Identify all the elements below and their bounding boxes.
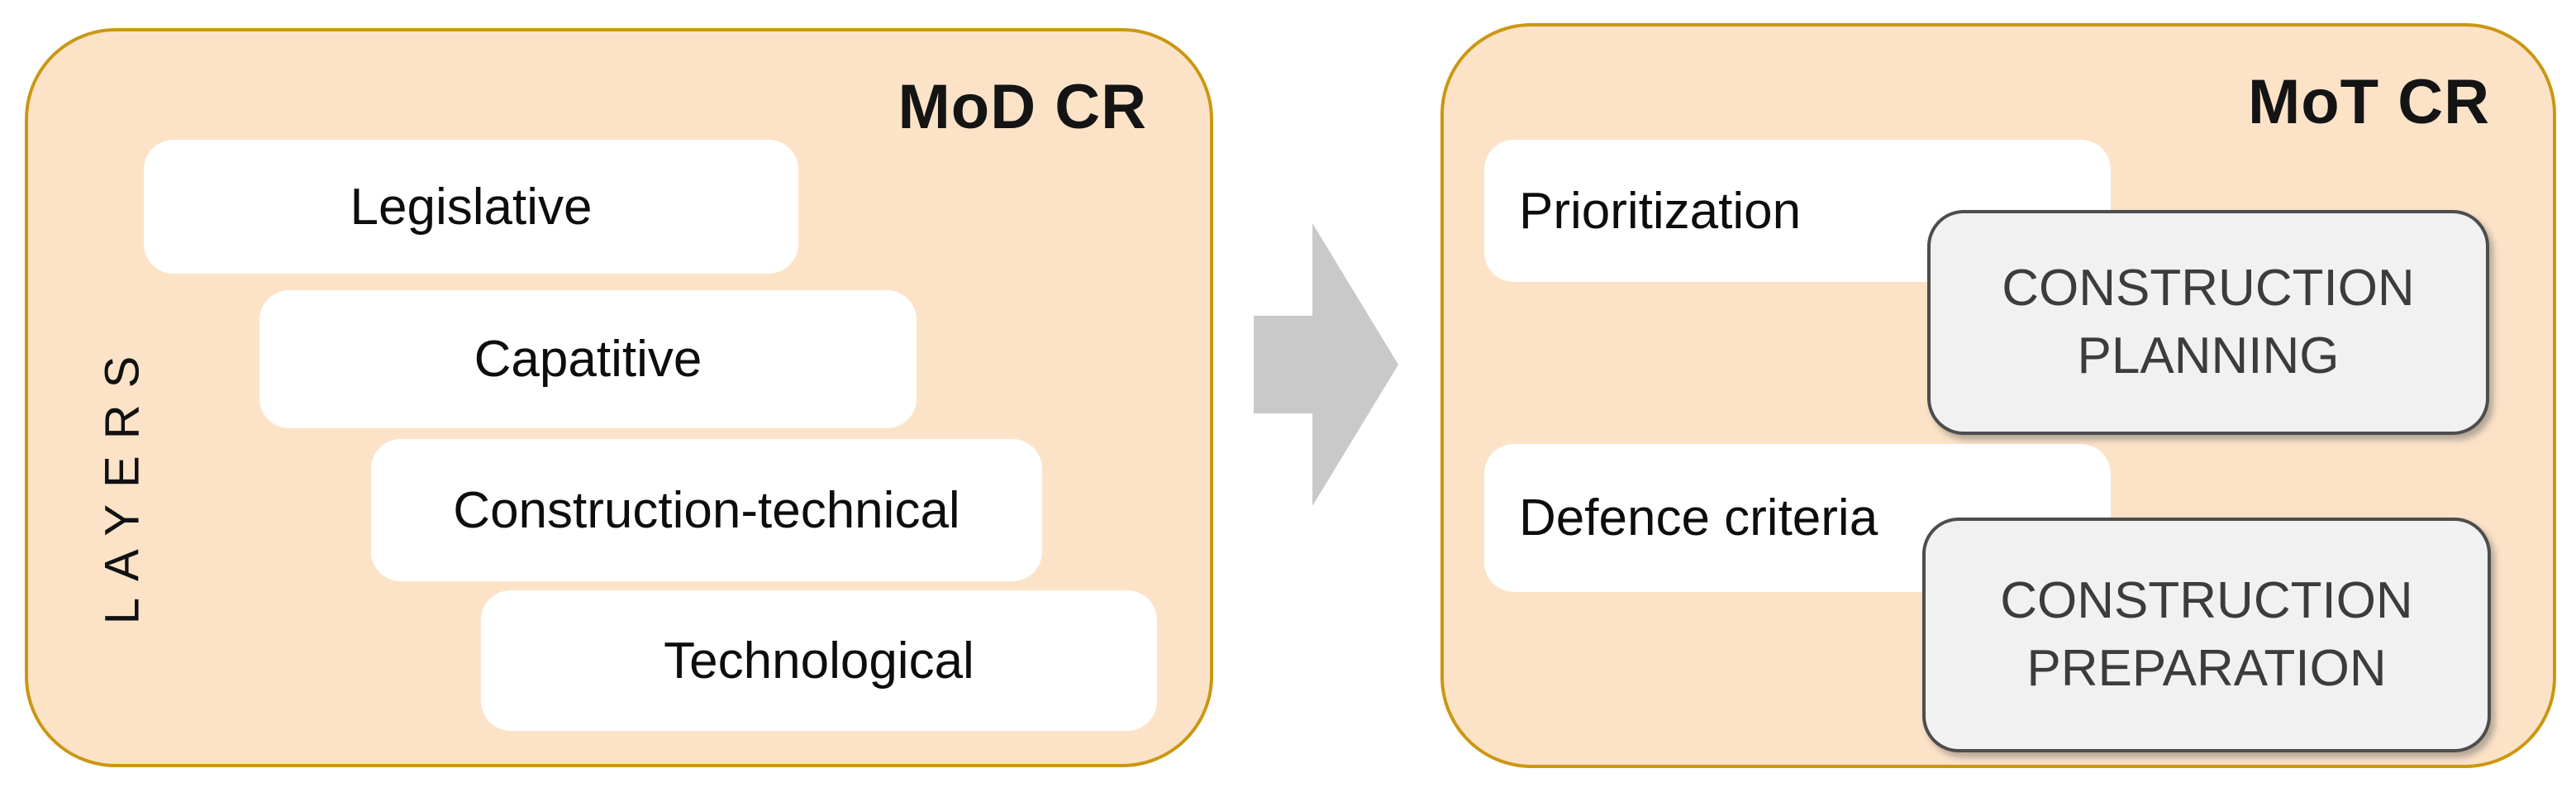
mod-panel-title: MoD CR <box>898 72 1147 142</box>
layer-box-label: Capatitive <box>474 331 702 388</box>
layer-box-capatitive: Capatitive <box>260 290 917 428</box>
process-box-line: PLANNING <box>2077 327 2340 384</box>
layer-box-label: Legislative <box>350 178 593 236</box>
process-box-line: CONSTRUCTION <box>2002 260 2415 317</box>
layer-box-legislative: Legislative <box>144 140 798 274</box>
process-box-line: CONSTRUCTION <box>2000 572 2413 629</box>
process-box-construction-planning: CONSTRUCTION PLANNING <box>1927 210 2489 435</box>
layer-box-label: Construction-technical <box>453 481 960 539</box>
layers-axis-label: LAYERS <box>95 339 150 625</box>
mod-panel: MoD CR LAYERS Legislative Capatitive Con… <box>25 28 1213 767</box>
layer-box-technological: Technological <box>481 590 1157 731</box>
process-box-construction-preparation: CONSTRUCTION PREPARATION <box>1922 518 2491 752</box>
layer-box-label: Technological <box>664 632 974 690</box>
process-box-line: PREPARATION <box>2026 640 2387 697</box>
layer-box-construction-technical: Construction-technical <box>371 439 1042 581</box>
criteria-box-label: Defence criteria <box>1519 489 1878 546</box>
right-arrow-icon <box>1254 223 1398 506</box>
mot-panel: MoT CR Prioritization Defence criteria C… <box>1440 23 2556 768</box>
criteria-box-label: Prioritization <box>1519 182 1802 240</box>
mot-panel-title: MoT CR <box>2247 67 2490 137</box>
